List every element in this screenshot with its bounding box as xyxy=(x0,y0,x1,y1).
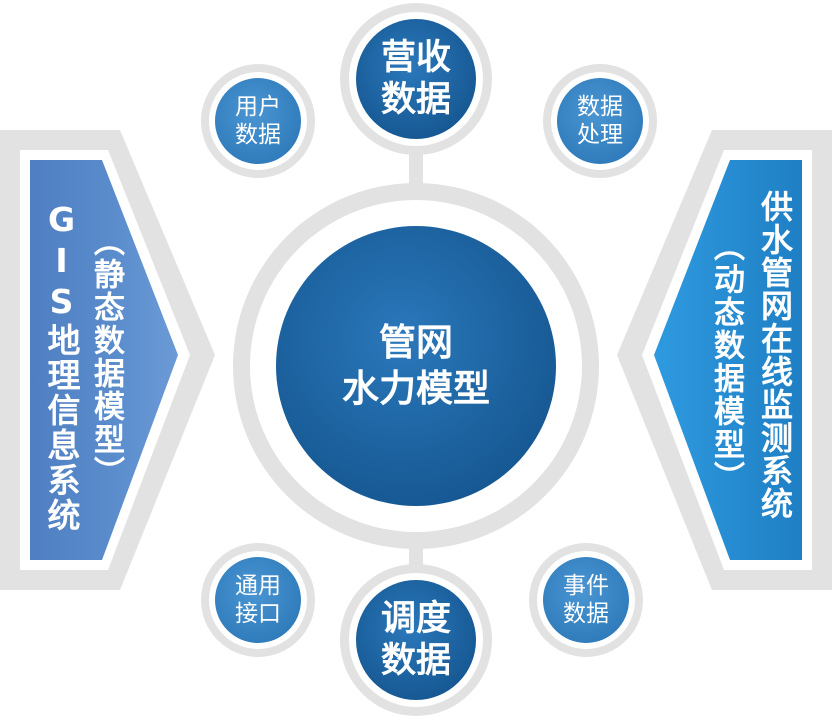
satellite-top-left xyxy=(201,64,315,178)
center-label-line2: 水力模型 xyxy=(342,367,490,410)
center-circle xyxy=(276,226,556,506)
bottom-node-line2: 数据 xyxy=(380,641,451,681)
satellite-bottom-right-line1: 事件 xyxy=(563,573,609,599)
satellite-top-right-line1: 数据 xyxy=(577,94,623,120)
satellite-bottom-left xyxy=(201,543,315,657)
right-panel-subtitle: （动态数据模型） xyxy=(708,230,744,494)
top-node-circle xyxy=(356,19,476,139)
satellite-bottom-right-label: 事件 数据 xyxy=(543,557,629,643)
satellite-bottom-right-line2: 数据 xyxy=(563,601,609,627)
right-panel-arrow xyxy=(654,160,802,560)
satellite-top-left-line1: 用户 xyxy=(235,94,281,120)
satellite-top-right-line2: 处理 xyxy=(577,122,623,148)
satellite-bottom-right xyxy=(529,543,643,657)
top-node-label: 营收 数据 xyxy=(356,19,476,139)
satellite-top-left-line2: 数据 xyxy=(235,122,281,148)
bottom-node-label: 调度 数据 xyxy=(356,580,476,700)
center-label-line1: 管网 xyxy=(379,321,453,364)
bottom-node-circle xyxy=(356,580,476,700)
top-node-line2: 数据 xyxy=(380,80,451,120)
satellite-bottom-left-line2: 接口 xyxy=(235,601,281,627)
satellite-bottom-left-label: 通用 接口 xyxy=(215,557,301,643)
left-panel-subtitle: （静态数据模型） xyxy=(88,225,124,489)
center-label: 管网 水力模型 xyxy=(276,296,556,436)
satellite-top-right-label: 数据 处理 xyxy=(557,78,643,164)
bottom-node-line1: 调度 xyxy=(380,599,451,639)
satellite-top-left-label: 用户 数据 xyxy=(215,78,301,164)
left-panel-arrow xyxy=(30,160,178,560)
top-node-line1: 营收 xyxy=(380,38,451,78)
satellite-bottom-left-line1: 通用 xyxy=(235,573,281,599)
right-panel-title: 供水管网在线监测系统 xyxy=(756,190,794,520)
satellite-top-right xyxy=(543,64,657,178)
left-panel-title: GIS地理信息系统 xyxy=(42,200,81,533)
